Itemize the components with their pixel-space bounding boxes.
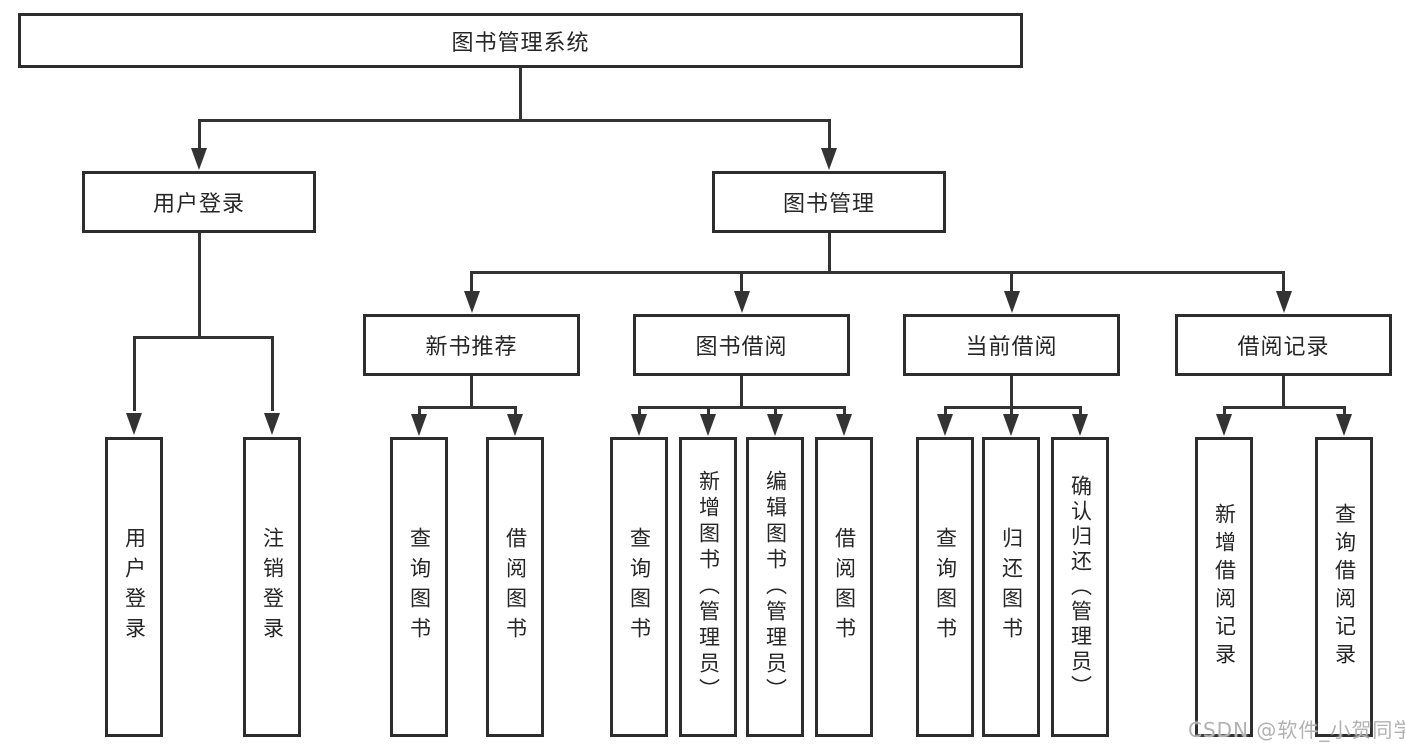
connector-line [470, 271, 1285, 274]
arrow-down-icon [767, 414, 783, 436]
arrow-down-icon [836, 414, 852, 436]
connector-line [637, 406, 846, 409]
connector-line [470, 376, 473, 406]
connector-line [1222, 406, 1346, 409]
leaf-recommend-query-books: 查询图书 [390, 437, 448, 737]
arrow-down-icon [191, 148, 207, 170]
connector-line [1282, 274, 1285, 292]
connector-line [1282, 376, 1285, 406]
node-new-book-recommend: 新书推荐 [363, 314, 580, 376]
connector-line [513, 409, 517, 415]
leaf-borrow-query-books: 查询图书 [610, 437, 668, 737]
leaf-logout-label: 注销登录 [260, 527, 285, 647]
leaf-user-login: 用户登录 [105, 437, 163, 737]
connector-line [740, 376, 743, 406]
connector-line [1010, 376, 1013, 406]
leaf-current-query-books-label: 查询图书 [933, 527, 958, 647]
arrow-down-icon [1003, 291, 1020, 313]
leaf-recommend-query-books-label: 查询图书 [407, 527, 432, 647]
connector-line [417, 409, 421, 415]
arrow-down-icon [463, 291, 480, 313]
node-current-borrow: 当前借阅 [903, 314, 1120, 376]
leaf-add-books-admin: 新增图书（管理员） [679, 437, 737, 737]
connector-line [197, 233, 201, 336]
connector-line [943, 406, 1082, 409]
arrow-down-icon [733, 291, 750, 313]
leaf-return-books-label: 归还图书 [999, 527, 1024, 647]
leaf-recommend-borrow-books: 借阅图书 [486, 437, 544, 737]
connector-line [827, 233, 831, 271]
node-new-book-recommend-label: 新书推荐 [425, 335, 518, 360]
connector-line [519, 68, 522, 119]
leaf-confirm-return-admin: 确认归还（管理员） [1051, 437, 1109, 737]
node-user-login: 用户登录 [82, 171, 316, 233]
arrow-down-icon [1336, 414, 1352, 436]
leaf-edit-books-admin: 编辑图书（管理员） [746, 437, 804, 737]
node-book-borrow: 图书借阅 [633, 314, 850, 376]
connector-line [637, 409, 641, 415]
connector-line [132, 336, 274, 339]
node-book-borrow-label: 图书借阅 [695, 335, 788, 360]
arrow-down-icon [631, 414, 647, 436]
arrow-down-icon [700, 414, 716, 436]
leaf-add-borrow-record: 新增借阅记录 [1195, 437, 1253, 737]
leaf-edit-books-admin-label: 编辑图书（管理员） [763, 470, 788, 704]
connector-line [706, 409, 710, 415]
arrow-down-icon [126, 413, 142, 435]
leaf-query-borrow-record: 查询借阅记录 [1315, 437, 1373, 737]
node-borrow-records: 借阅记录 [1175, 314, 1392, 376]
arrow-down-icon [937, 414, 953, 436]
leaf-user-login-label: 用户登录 [122, 527, 147, 647]
connector-line [827, 122, 831, 148]
connector-line [1342, 409, 1346, 415]
leaf-borrow-borrow-books-label: 借阅图书 [832, 527, 857, 647]
leaf-borrow-query-books-label: 查询图书 [627, 527, 652, 647]
connector-line [132, 339, 136, 411]
csdn-watermark: CSDN @软件_小贺同学 [1188, 718, 1405, 742]
connector-line [1078, 409, 1082, 415]
connector-line [197, 119, 831, 122]
connector-line [1222, 409, 1226, 415]
connector-line [470, 274, 473, 292]
leaf-add-borrow-record-label: 新增借阅记录 [1212, 503, 1237, 671]
connector-line [740, 274, 743, 292]
leaf-return-books: 归还图书 [982, 437, 1040, 737]
node-book-management-label: 图书管理 [782, 192, 875, 217]
connector-line [1009, 409, 1013, 415]
leaf-recommend-borrow-books-label: 借阅图书 [503, 527, 528, 647]
node-borrow-records-label: 借阅记录 [1237, 335, 1330, 360]
arrow-down-icon [411, 414, 427, 436]
arrow-down-icon [821, 148, 837, 170]
leaf-borrow-borrow-books: 借阅图书 [815, 437, 873, 737]
arrow-down-icon [1072, 414, 1088, 436]
connector-line [773, 409, 777, 415]
leaf-query-borrow-record-label: 查询借阅记录 [1332, 503, 1357, 671]
arrow-down-icon [1003, 414, 1019, 436]
leaf-current-query-books: 查询图书 [916, 437, 974, 737]
leaf-add-books-admin-label: 新增图书（管理员） [696, 470, 721, 704]
arrow-down-icon [507, 414, 523, 436]
connector-line [943, 409, 947, 415]
node-current-borrow-label: 当前借阅 [965, 335, 1058, 360]
arrow-down-icon [1275, 291, 1292, 313]
connector-line [1010, 274, 1013, 292]
node-root-label: 图书管理系统 [451, 30, 590, 56]
connector-line [417, 406, 517, 409]
node-user-login-label: 用户登录 [152, 192, 245, 217]
connector-line [270, 339, 274, 411]
leaf-confirm-return-admin-label: 确认归还（管理员） [1068, 474, 1093, 700]
node-root: 图书管理系统 [18, 13, 1023, 68]
leaf-logout: 注销登录 [243, 437, 301, 737]
arrow-down-icon [264, 413, 280, 435]
arrow-down-icon [1216, 414, 1232, 436]
node-book-management: 图书管理 [712, 171, 946, 233]
connector-line [842, 409, 846, 415]
connector-line [197, 122, 201, 148]
